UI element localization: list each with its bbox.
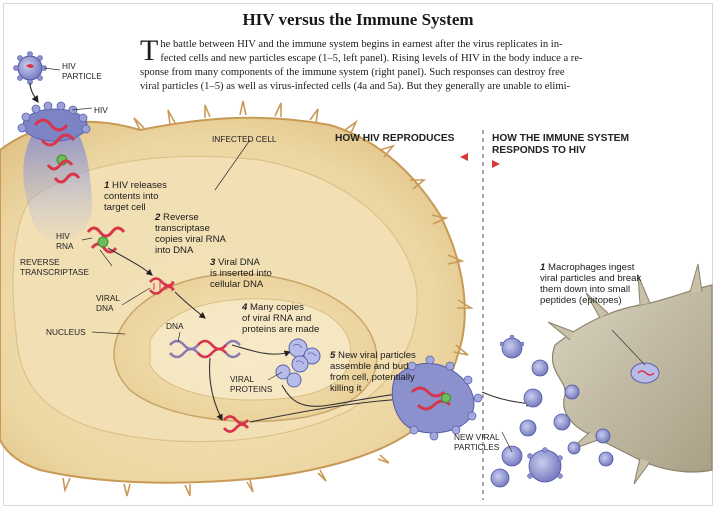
nucleus — [113, 272, 378, 423]
intro-line-1: he battle between HIV and the immune sys… — [160, 39, 563, 50]
left-pointer-arrow — [460, 153, 468, 161]
hiv-rna-strand — [86, 226, 153, 276]
budding-virus — [391, 355, 534, 441]
right-pointer-arrow — [492, 160, 500, 168]
virus-entry — [17, 101, 93, 241]
header-how-hiv-reproduces: HOW HIV REPRODUCES — [335, 133, 455, 144]
free-particle-spikes — [499, 334, 563, 479]
label-hiv: HIV — [94, 105, 108, 115]
label-nucleus: NUCLEUS — [46, 327, 86, 337]
immune-step-1: 1 Macrophages ingest viral particles and… — [540, 262, 642, 306]
intro-line-3: sponse from many components of the immun… — [140, 67, 565, 78]
macrophage — [547, 263, 713, 485]
free-viral-particles — [490, 337, 614, 488]
label-infected-cell: INFECTED CELL — [212, 134, 277, 144]
label-leaders — [71, 107, 646, 453]
intro-line-2: fected cells and new particles escape (1… — [160, 53, 583, 64]
drop-cap: T — [140, 34, 159, 67]
label-dna: DNA — [166, 321, 184, 331]
cellular-dna — [169, 339, 292, 421]
hiv-particle-icon — [13, 51, 61, 103]
figure-title: HIV versus the Immune System — [242, 10, 474, 29]
viral-dna-helix — [149, 277, 206, 319]
intro-line-4: viral particles (1–5) as well as virus-i… — [140, 81, 571, 92]
intro-paragraph: T he battle between HIV and the immune s… — [140, 34, 660, 94]
